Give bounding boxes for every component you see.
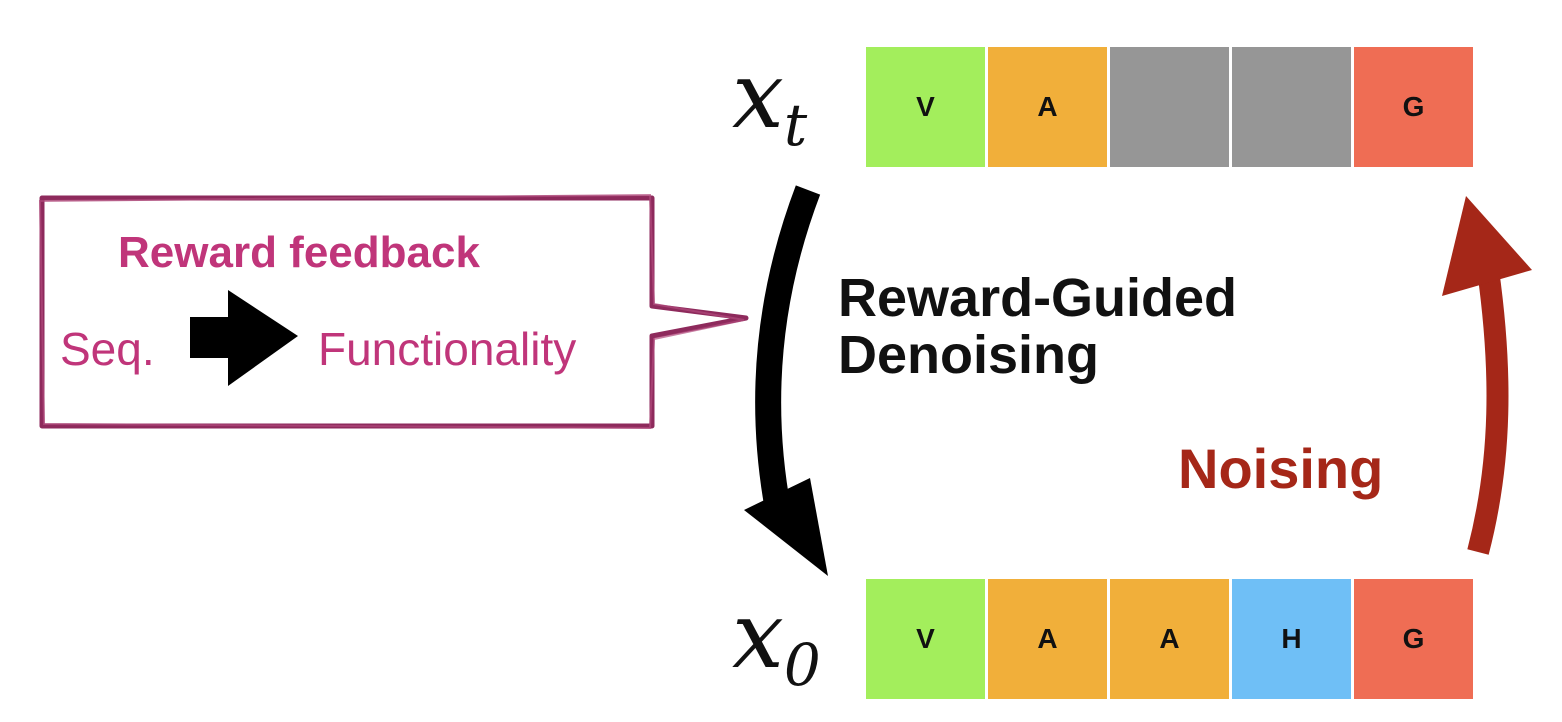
denoising-arrow-head xyxy=(744,478,828,576)
denoising-label-line1: Reward-Guided xyxy=(838,268,1238,328)
callout-to: Functionality xyxy=(318,323,577,375)
xt-label-main: x xyxy=(732,42,784,149)
x0-label: x0 xyxy=(732,590,821,695)
x0-cell-1: V xyxy=(866,579,985,699)
xt-cell-1: V xyxy=(866,47,985,167)
callout-box xyxy=(39,195,749,429)
denoising-arrow-shaft xyxy=(755,185,821,523)
x0-sequence: V A A H G xyxy=(866,579,1473,699)
x0-cell-5: G xyxy=(1354,579,1473,699)
xt-cell-2: A xyxy=(988,47,1107,167)
x0-cell-3: A xyxy=(1110,579,1229,699)
xt-cell-4-masked xyxy=(1232,47,1351,167)
denoising-label-line2: Denoising xyxy=(838,324,1100,385)
xt-label: xt xyxy=(732,50,807,155)
callout-box-rough-edge xyxy=(38,193,745,430)
x0-label-sub: 0 xyxy=(783,631,821,699)
x0-cell-2: A xyxy=(988,579,1107,699)
callout-title: Reward feedback xyxy=(118,228,480,277)
noising-arrow-shaft xyxy=(1467,268,1509,555)
noising-arrow-head xyxy=(1442,196,1532,296)
xt-sequence: V A G xyxy=(866,47,1473,167)
xt-cell-5: G xyxy=(1354,47,1473,167)
xt-label-sub: t xyxy=(783,91,808,159)
x0-label-main: x xyxy=(732,582,784,689)
noising-label: Noising xyxy=(1178,437,1384,500)
denoising-label: Reward-Guided Denoising xyxy=(838,270,1237,383)
right-arrow-icon xyxy=(190,290,298,386)
x0-cell-4: H xyxy=(1232,579,1351,699)
callout-from: Seq. xyxy=(60,323,155,375)
xt-cell-3-masked xyxy=(1110,47,1229,167)
